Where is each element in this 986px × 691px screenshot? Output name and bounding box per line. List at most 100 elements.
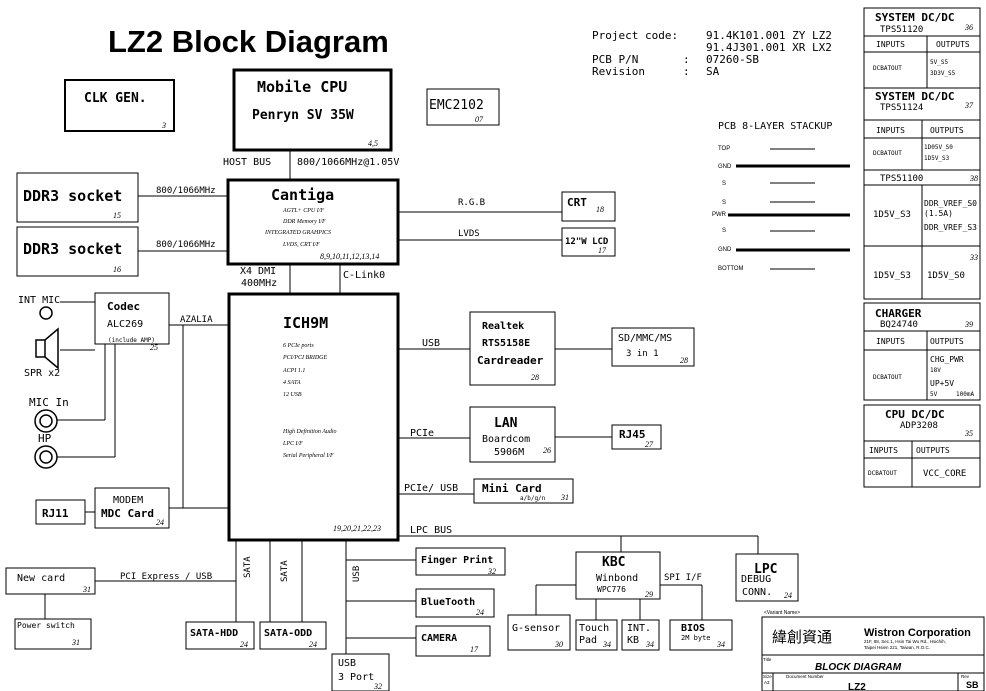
lvds-label: LVDS	[458, 229, 480, 239]
pci-express-usb-label: PCI Express / USB	[120, 572, 212, 582]
project-code-2: 91.4J301.001 XR LX2	[706, 41, 832, 54]
sys1-outputs: OUTPUTS	[936, 40, 970, 49]
int-kb-label: INT.	[627, 623, 651, 634]
pcb-stackup: PCB 8-LAYER STACKUP TOP GND S S PWR S GN…	[712, 121, 850, 272]
charger-outputs: OUTPUTS	[930, 337, 964, 346]
spi-label: SPI I/F	[664, 573, 702, 583]
title-block: <Variant Name> 緯創資通 Wistron Corporation …	[761, 610, 985, 691]
ddr-speed-label-2: 800/1066MHz	[156, 240, 216, 250]
sdmmc-page: 28	[680, 356, 688, 365]
sys2-out2: 1D5V_S3	[924, 155, 950, 162]
stackup-layer-s-1: S	[722, 181, 726, 187]
lpc-debug-label: LPC	[754, 562, 777, 577]
ich9m-feature-5: 12 USB	[283, 392, 302, 398]
ddr3-socket-1-label: DDR3 socket	[23, 187, 122, 205]
bluetooth-label: BlueTooth	[421, 597, 475, 608]
usb-port-page: 32	[373, 682, 382, 691]
sys2-title: SYSTEM DC/DC	[875, 90, 954, 103]
clk-gen-label: CLK GEN.	[84, 91, 147, 106]
cantiga-feature-1: AGTL+ CPU I/F	[282, 208, 324, 214]
cpu-dcdc-inputs: INPUTS	[869, 446, 898, 455]
charger-page: 39	[964, 320, 973, 329]
document-number: LZ2	[848, 682, 866, 691]
ich9m-block: ICH9M 6 PCIe ports PCI/PCI BRIDGE ACPI 1…	[227, 292, 400, 542]
stackup-layer-top: TOP	[718, 146, 730, 152]
g-sensor-label: G-sensor	[512, 623, 560, 634]
azalia-label: AZALIA	[180, 315, 213, 325]
ich9m-feature-4: 4 SATA	[283, 379, 301, 386]
cantiga-page: 8,9,10,11,12,13,14	[320, 252, 379, 261]
lan-label: LAN	[494, 416, 518, 431]
charger-out1: CHG_PWR	[930, 355, 964, 364]
stackup-layer-bottom: BOTTOM	[718, 266, 744, 272]
charger-out2: 18V	[930, 367, 941, 374]
stackup-layer-gnd-1: GND	[718, 164, 732, 170]
tps100-chip: TPS51100	[880, 174, 923, 184]
sata-label-1: SATA	[243, 556, 253, 578]
usb-cardreader-label: USB	[422, 338, 440, 349]
sdmmc-label: SD/MMC/MS	[618, 333, 672, 344]
charger-block: CHARGER BQ24740 39 INPUTS OUTPUTS DCBATO…	[863, 302, 981, 401]
stackup-layer-pwr: PWR	[712, 212, 727, 218]
touchpad-block: Touch Pad 34	[575, 619, 618, 651]
sata-hdd-label: SATA-HDD	[190, 628, 238, 639]
ich9m-feature-8: Serial Peripheral I/F	[283, 453, 334, 459]
power-switch-label: Power switch	[17, 621, 75, 630]
rev-label: Rev	[961, 674, 970, 679]
cantiga-label: Cantiga	[271, 186, 334, 204]
touchpad-label: Touch	[579, 623, 609, 634]
clk-gen-block: CLK GEN. 3	[64, 79, 175, 132]
int-kb-block: INT. KB 34	[621, 619, 660, 651]
lpc-debug-sub2: CONN.	[742, 587, 772, 598]
newcard-label: New card	[17, 573, 65, 584]
lan-sub: Boardcom	[482, 434, 530, 445]
charger-out4: 5V	[930, 391, 938, 398]
int-kb-page: 34	[645, 640, 654, 649]
sys2-page: 37	[964, 101, 974, 110]
minicard-page: 31	[560, 493, 569, 502]
sata-odd-page: 24	[309, 640, 317, 649]
ddr3-socket-1-page: 15	[113, 211, 121, 220]
clk-gen-page: 3	[161, 121, 166, 130]
lpc-debug-page: 24	[784, 591, 792, 600]
ldo-out: 1D5V_S0	[927, 271, 965, 281]
rj11-block: RJ11	[35, 499, 86, 525]
modem-label: MODEM	[113, 495, 143, 506]
usb-vertical-label: USB	[352, 566, 362, 582]
tps100-out1: DDR_VREF_S0	[924, 199, 977, 208]
company-address-1: 21F, 88, Sec.1, Hsin Tai Wu Rd., Hsichih…	[864, 639, 946, 644]
fsb-label: 800/1066MHz@1.05V	[297, 157, 399, 168]
finger-print-label: Finger Print	[421, 554, 493, 566]
newcard-block: New card 31	[5, 567, 96, 595]
ich9m-page: 19,20,21,22,23	[333, 524, 381, 533]
sata-label-2: SATA	[280, 560, 290, 582]
crt-label: CRT	[567, 196, 587, 209]
cpu-dcdc-in: DCBATOUT	[868, 470, 897, 477]
project-info: Project code: 91.4K101.001 ZY LZ2 91.4J3…	[592, 29, 832, 78]
kbc-sub2: WPC776	[597, 585, 626, 594]
lcd-page: 17	[598, 246, 607, 255]
rj11-label: RJ11	[42, 507, 69, 520]
crt-block: CRT 18	[561, 191, 616, 222]
finger-print-page: 32	[487, 567, 496, 576]
lpc-bus-label: LPC BUS	[410, 525, 452, 536]
power-switch-page: 31	[71, 638, 80, 647]
rj45-block: RJ45 27	[611, 424, 662, 450]
codec-note: (include AMP)	[108, 337, 155, 344]
emc-page: 07	[475, 115, 484, 124]
lan-sub2: 5906M	[494, 447, 524, 458]
system-dcdc-2: SYSTEM DC/DC 37 TPS51124 INPUTS OUTPUTS …	[863, 87, 981, 171]
tps100-out2: (1.5A)	[924, 209, 953, 218]
modem-block: MODEM MDC Card 24	[94, 487, 170, 529]
lan-page: 26	[543, 446, 551, 455]
modem-sub: MDC Card	[101, 507, 154, 520]
bios-sub: 2M byte	[681, 634, 711, 642]
cantiga-block: Cantiga AGTL+ CPU I/F DDR Memory I/F INT…	[226, 178, 400, 266]
sata-odd-label: SATA-ODD	[264, 628, 312, 639]
company-chinese-name: 緯創資通	[772, 629, 832, 646]
connections	[44, 150, 759, 654]
cpu-dcdc-chip: ADP3208	[900, 421, 938, 431]
title-label: Title	[763, 657, 772, 662]
crt-page: 18	[596, 205, 604, 214]
